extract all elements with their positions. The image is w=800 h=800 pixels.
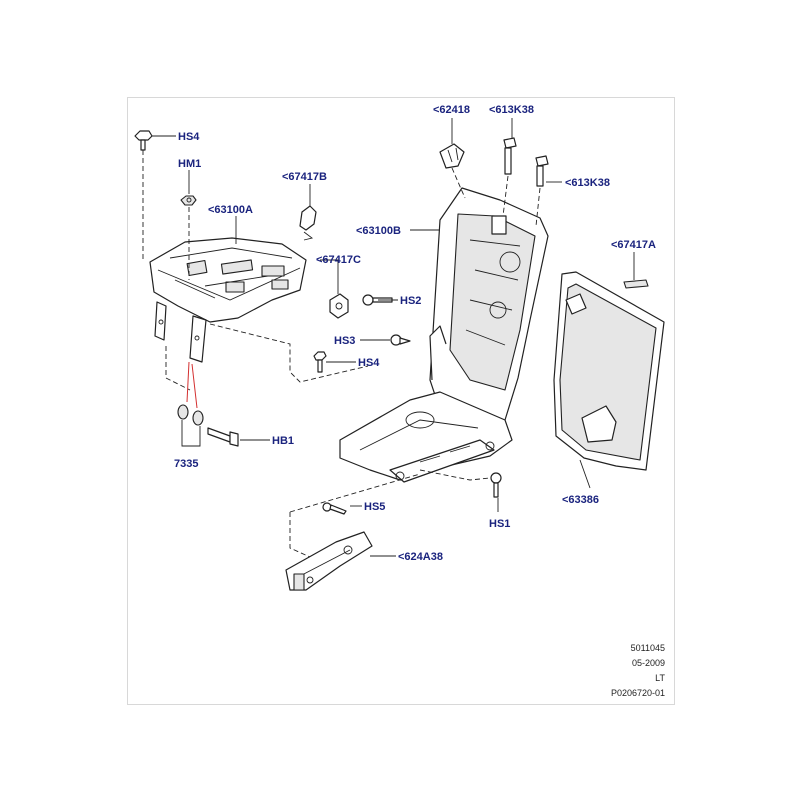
clip-67417c xyxy=(329,293,349,319)
bolt-hs1 xyxy=(490,472,502,498)
washer-7335 xyxy=(177,404,204,426)
guide-line-left xyxy=(165,346,191,391)
bolt-hs2 xyxy=(362,294,393,306)
callout-67417b: <67417B xyxy=(282,171,327,183)
callout-63100b: <63100B xyxy=(356,225,401,237)
guide-line-cushion xyxy=(209,323,369,383)
bolt-hs5 xyxy=(322,502,347,515)
callout-hs2: HS2 xyxy=(400,295,421,307)
callout-hs3: HS3 xyxy=(334,335,355,347)
callout-hs4-top: HS4 xyxy=(178,131,200,143)
callout-67417c: <67417C xyxy=(316,254,361,266)
bolt-613k38-side xyxy=(535,155,549,227)
bracket-7335 xyxy=(181,420,201,447)
ref-illustration-number: 5011045 xyxy=(630,643,665,653)
bolt-hs3 xyxy=(390,334,411,346)
callout-hs1: HS1 xyxy=(489,518,510,530)
highlight-lines xyxy=(186,361,198,409)
reference-block: 5011045 05-2009 LT P0206720-01 xyxy=(611,641,665,701)
rail-bracket-624a38 xyxy=(285,531,373,591)
callout-7335: 7335 xyxy=(174,458,198,470)
callout-613k38-top: <613K38 xyxy=(489,104,534,116)
callout-hm1: HM1 xyxy=(178,158,201,170)
clip-67417a xyxy=(623,264,649,289)
callout-hb1: HB1 xyxy=(272,435,294,447)
guide-line-hs1 xyxy=(419,469,491,481)
bolt-hb1 xyxy=(207,427,239,447)
callout-hs5: HS5 xyxy=(364,501,385,513)
bolt-hs4-mid xyxy=(313,351,327,373)
callout-62418: <62418 xyxy=(433,104,470,116)
callout-624a38: <624A38 xyxy=(398,551,443,563)
callout-67417a: <67417A xyxy=(611,239,656,251)
seat-cushion-pan xyxy=(149,237,307,363)
callout-63386: <63386 xyxy=(562,494,599,506)
callout-613k38-side: <613K38 xyxy=(565,177,610,189)
clip-67417b xyxy=(299,205,317,241)
bolt-613k38-top xyxy=(502,137,517,217)
ref-drawing-id: P0206720-01 xyxy=(610,688,665,698)
seat-back-frame xyxy=(339,187,549,483)
callout-hs4-mid: HS4 xyxy=(358,357,380,369)
back-trim-panel xyxy=(553,271,665,471)
bolt-hs4-top xyxy=(134,130,153,262)
ref-date: 05-2009 xyxy=(631,658,665,668)
ref-model: LT xyxy=(655,673,665,683)
nut-hm1 xyxy=(180,195,197,280)
callout-63100a: <63100A xyxy=(208,204,253,216)
leader-lines xyxy=(152,118,635,557)
clip-62418 xyxy=(439,143,466,199)
